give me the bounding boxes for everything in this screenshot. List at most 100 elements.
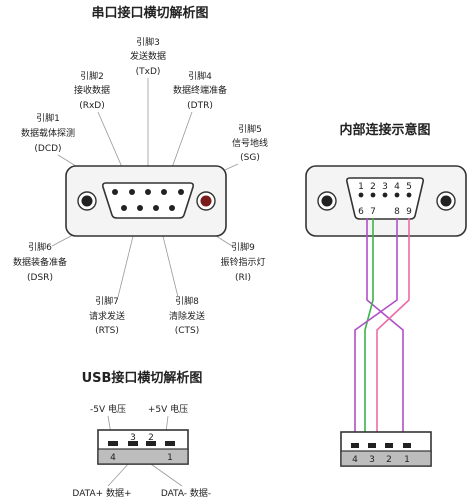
usb-contact-2 — [146, 441, 156, 446]
pin-5-code: (SG) — [240, 153, 260, 163]
usb-bar — [97, 448, 189, 465]
pin-3-code: (TxD) — [136, 67, 161, 77]
pin-1-label: 引脚1 数据载体探测 (DCD) — [21, 113, 75, 154]
serial-pin-5 — [178, 189, 184, 195]
internal-wires — [354, 218, 410, 440]
usb-bar-num-1: 1 — [167, 453, 173, 463]
internal-num-2: 2 — [370, 182, 376, 192]
serial-title: 串口接口横切解析图 — [91, 5, 208, 21]
internal-pin-2 — [370, 192, 376, 198]
pin-7-desc: 请求发送 — [89, 310, 125, 322]
pin-4-code: (DTR) — [187, 101, 213, 111]
serial-connector — [65, 165, 227, 237]
internal-right-screw-icon — [440, 195, 452, 207]
internal-usb-bar — [340, 450, 432, 467]
internal-num-3: 3 — [382, 182, 388, 192]
pin-7-label: 引脚7 请求发送 (RTS) — [89, 296, 125, 336]
internal-usb-num-4: 4 — [352, 455, 358, 465]
usb-connector: 3 2 4 1 — [97, 429, 189, 465]
usb-contacts — [108, 441, 175, 446]
internal-num-5: 5 — [406, 182, 412, 192]
pin-6-desc: 数据装备准备 — [13, 256, 67, 268]
serial-pin-7 — [137, 205, 143, 211]
internal-num-7: 7 — [370, 207, 376, 217]
pin-6-name: 引脚6 — [28, 242, 52, 253]
pin-8-name: 引脚8 — [175, 296, 199, 307]
serial-pin-3 — [145, 189, 151, 195]
pin-5-label: 引脚5 信号地线 (SG) — [232, 124, 268, 163]
pin-3-desc: 发送数据 — [130, 50, 166, 62]
internal-d-shell — [346, 177, 424, 220]
pin-8-code: (CTS) — [175, 326, 200, 336]
internal-num-8: 8 — [394, 207, 400, 217]
internal-usb-num-2: 2 — [386, 455, 392, 465]
internal-num-1: 1 — [358, 182, 364, 192]
usb-bottom-right-label: DATA- 数据- — [161, 487, 211, 499]
wire-purple-b — [354, 218, 398, 440]
serial-pin-6 — [121, 205, 127, 211]
internal-usb-connector: 4 3 2 1 — [340, 431, 432, 467]
usb-top-left-label: -5V 电压 — [90, 403, 126, 415]
pin-7-code: (RTS) — [95, 326, 119, 336]
usb-slot-num-2: 2 — [148, 433, 154, 443]
usb-leader-bottom-right — [147, 461, 183, 487]
internal-usb-num-1: 1 — [404, 455, 410, 465]
internal-pin-5 — [406, 192, 412, 198]
internal-usb-contact-1 — [403, 443, 411, 448]
pin-2-code: (RxD) — [79, 101, 105, 111]
wire-purple-a — [366, 218, 404, 440]
pin-2-label: 引脚2 接收数据 (RxD) — [74, 71, 110, 111]
serial-d-shell — [102, 182, 194, 219]
pin-4-desc: 数据终端准备 — [173, 84, 227, 96]
pin-2-name: 引脚2 — [80, 71, 104, 82]
internal-usb-contact-3 — [368, 443, 376, 448]
usb-bottom-left-label: DATA+ 数据+ — [72, 487, 131, 499]
serial-pins — [112, 189, 184, 211]
internal-num-6: 6 — [358, 207, 364, 217]
internal-pin-4 — [394, 192, 400, 198]
pin-1-desc: 数据载体探测 — [21, 127, 75, 139]
usb-title: USB接口横切解析图 — [82, 370, 203, 386]
pin-4-name: 引脚4 — [188, 71, 212, 82]
pin-6-label: 引脚6 数据装备准备 (DSR) — [13, 242, 67, 283]
usb-top-right-label: +5V 电压 — [148, 403, 188, 415]
serial-pin-9 — [169, 205, 175, 211]
internal-num-4: 4 — [394, 182, 400, 192]
internal-bottom-numbers: 6 7 8 9 — [358, 207, 412, 217]
internal-num-9: 9 — [406, 207, 412, 217]
pin-5-name: 引脚5 — [238, 124, 262, 135]
usb-contact-4 — [108, 441, 118, 446]
internal-left-screw-icon — [321, 195, 333, 207]
pin-9-label: 引脚9 振铃指示灯 (RI) — [220, 242, 265, 283]
internal-usb-contact-2 — [385, 443, 393, 448]
pin-5-desc: 信号地线 — [232, 137, 268, 149]
pin-7-name: 引脚7 — [95, 296, 119, 307]
internal-top-numbers: 1 2 3 4 5 — [358, 182, 412, 192]
pin-1-code: (DCD) — [34, 144, 61, 154]
usb-leader-bottom-left — [107, 461, 131, 487]
pin-3-label: 引脚3 发送数据 (TxD) — [130, 37, 166, 77]
internal-title: 内部连接示意图 — [339, 122, 430, 138]
usb-contact-3 — [128, 441, 138, 446]
serial-pin-2 — [129, 189, 135, 195]
usb-contact-1 — [165, 441, 175, 446]
pin-9-name: 引脚9 — [231, 242, 255, 253]
pin-9-code: (RI) — [235, 273, 251, 283]
pin-2-desc: 接收数据 — [74, 84, 110, 96]
internal-usb-contact-4 — [351, 443, 359, 448]
pin-9-desc: 振铃指示灯 — [220, 256, 265, 268]
wire-pink — [376, 218, 410, 440]
internal-usb-numbers: 4 3 2 1 — [352, 455, 410, 465]
left-screw-icon — [81, 195, 93, 207]
wire-green — [364, 218, 374, 440]
pin-1-name: 引脚1 — [36, 113, 60, 124]
right-screw-icon — [200, 195, 212, 207]
usb-slot-num-3: 3 — [130, 433, 136, 443]
internal-usb-num-3: 3 — [369, 455, 375, 465]
internal-connector: 1 2 3 4 5 6 7 8 9 — [305, 165, 467, 237]
serial-pin-8 — [153, 205, 159, 211]
pin-8-desc: 清除发送 — [169, 310, 205, 322]
serial-pin-1 — [112, 189, 118, 195]
pin-3-name: 引脚3 — [136, 37, 160, 48]
